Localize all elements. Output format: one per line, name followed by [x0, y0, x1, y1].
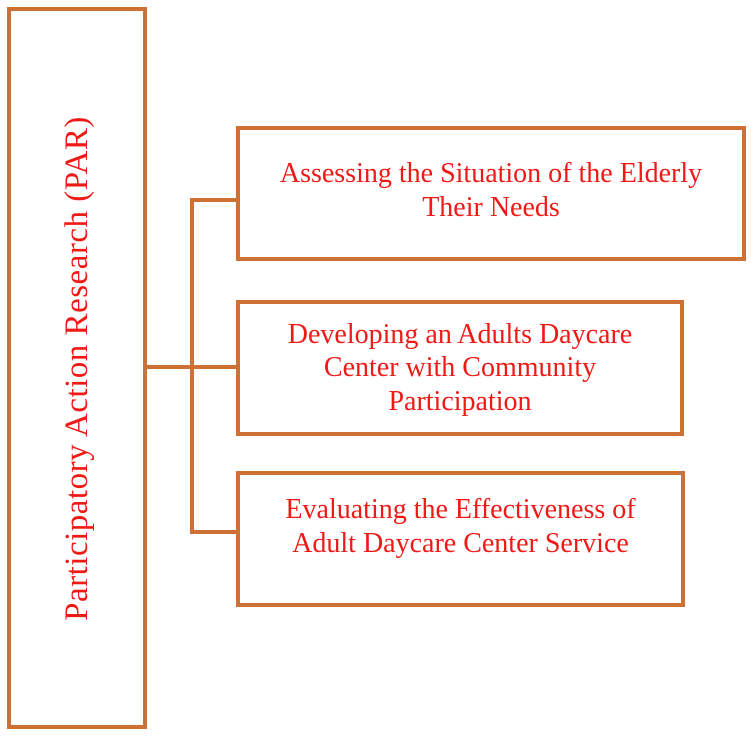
connector-root-to-trunk-line	[147, 365, 236, 369]
connector-branch-assessing-line	[190, 198, 236, 202]
node-developing-label-line2: Center with Community	[323, 352, 597, 384]
node-developing-label-line3: Participation	[388, 385, 532, 417]
node-evaluating: Evaluating the Effectiveness of Adult Da…	[236, 471, 685, 607]
node-developing: Developing an Adults Daycare Center with…	[236, 300, 684, 436]
node-par-root: Participatory Action Research (PAR)	[7, 7, 147, 729]
node-evaluating-label-line2: Adult Daycare Center Service	[292, 528, 629, 559]
node-assessing-label-line1: Assessing the Situation of the Elderly	[279, 157, 703, 189]
node-assessing-label-line2: Their Needs	[422, 191, 560, 223]
par-root-label: Participatory Action Research (PAR)	[58, 115, 95, 621]
node-evaluating-label-line1: Evaluating the Effectiveness of	[285, 494, 636, 526]
connector-branch-evaluating-line	[190, 530, 236, 534]
node-developing-label-line1: Developing an Adults Daycare	[287, 318, 633, 350]
node-assessing: Assessing the Situation of the Elderly T…	[236, 126, 746, 261]
